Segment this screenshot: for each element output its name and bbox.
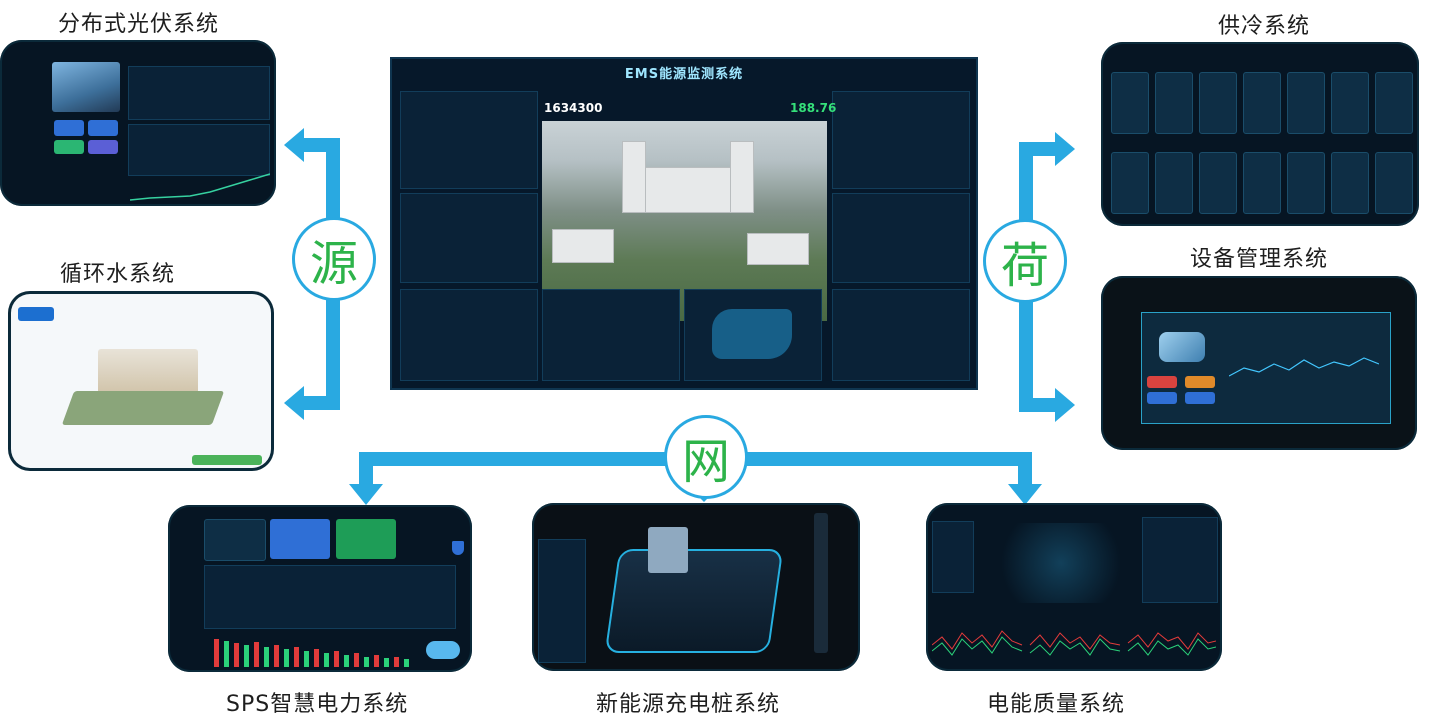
charging-building [648, 527, 688, 573]
ems-bottom-1 [400, 289, 538, 381]
sps-bar-chart [214, 635, 414, 667]
charging-right-list [814, 513, 828, 653]
sps-card-3 [336, 519, 396, 559]
ems-map [712, 309, 792, 359]
ems-left-value: 1634300 [544, 101, 603, 115]
ems-bottom-2 [542, 289, 680, 381]
side-building-right [747, 233, 809, 265]
pv-tile-d [88, 140, 118, 154]
source-hub-label: 源 [309, 236, 358, 292]
cooling-unit [1243, 72, 1281, 134]
pv-table-box [128, 124, 270, 176]
cooling-unit [1287, 72, 1325, 134]
cooling-unit [1111, 72, 1149, 134]
sps-system-label: SPS智慧电力系统 [226, 692, 409, 717]
cooling-grid [1111, 66, 1413, 216]
quality-left-list [932, 521, 974, 593]
pv-tile-b [88, 120, 118, 136]
load-hub: 荷 [983, 219, 1067, 303]
load-hub-label: 荷 [1000, 238, 1049, 294]
ems-right-value: 188.76 [790, 101, 837, 115]
device-tile-blue2 [1185, 392, 1215, 404]
device-chart-line [1229, 357, 1379, 377]
ems-dashboard: EMS能源监测系统 1634300 188.76 [390, 57, 978, 390]
charging-system-screenshot [532, 503, 860, 671]
sps-cloud-icon [426, 641, 460, 659]
ems-right-mid [832, 193, 970, 283]
grid-hub-label: 网 [681, 434, 730, 490]
cooling-unit [1375, 152, 1413, 214]
sps-mid [204, 565, 456, 629]
quality-system-label: 电能质量系统 [987, 692, 1126, 717]
cooling-system-label: 供冷系统 [1218, 14, 1311, 39]
pv-solar-image [52, 62, 120, 112]
sps-card-2 [270, 519, 330, 559]
tower-right [730, 141, 754, 213]
pv-system-screenshot [0, 40, 276, 206]
sps-system-screenshot [168, 505, 472, 672]
quality-waveforms [932, 630, 1216, 656]
device-tile-blue1 [1147, 392, 1177, 404]
cooling-unit [1155, 152, 1193, 214]
cooling-unit [1331, 152, 1369, 214]
sps-shield-icon [452, 541, 464, 555]
water-system-label: 循环水系统 [60, 262, 176, 287]
charging-list [538, 539, 586, 663]
cooling-unit [1199, 152, 1237, 214]
cooling-unit [1199, 72, 1237, 134]
charging-platform [604, 549, 784, 653]
campus-aerial-photo [542, 121, 827, 321]
water-banner [192, 455, 262, 465]
quality-topology [986, 523, 1136, 603]
water-tanks [18, 307, 54, 321]
charging-system-label: 新能源充电桩系统 [596, 692, 781, 717]
ems-left-mid [400, 193, 538, 283]
pv-tile-a [54, 120, 84, 136]
main-building [632, 167, 744, 213]
cooling-unit [1375, 72, 1413, 134]
quality-system-screenshot [926, 503, 1222, 671]
cooling-unit [1287, 152, 1325, 214]
ems-title: EMS能源监测系统 [624, 67, 744, 82]
pv-tile-c [54, 140, 84, 154]
water-ground [61, 391, 225, 425]
cooling-unit [1155, 72, 1193, 134]
grid-hub: 网 [664, 415, 748, 499]
pv-system-label: 分布式光伏系统 [58, 12, 220, 37]
ems-right-top [832, 91, 970, 189]
cooling-unit [1243, 152, 1281, 214]
pv-stats-box [128, 66, 270, 120]
water-system-screenshot [8, 291, 274, 471]
device-tile-red [1147, 376, 1177, 388]
device-tile-orange [1185, 376, 1215, 388]
sps-card-1 [204, 519, 266, 561]
side-building-left [552, 229, 614, 263]
device-system-screenshot [1101, 276, 1417, 450]
cooling-unit [1111, 152, 1149, 214]
device-system-label: 设备管理系统 [1190, 247, 1329, 272]
cooling-system-screenshot [1101, 42, 1419, 226]
pump-image [1159, 332, 1205, 362]
ems-bottom-4 [832, 289, 970, 381]
cooling-unit [1331, 72, 1369, 134]
source-hub: 源 [292, 217, 376, 301]
quality-right-panel [1142, 517, 1218, 603]
ems-left-top [400, 91, 538, 189]
pv-trend-line [130, 173, 270, 201]
tower-left [622, 141, 646, 213]
